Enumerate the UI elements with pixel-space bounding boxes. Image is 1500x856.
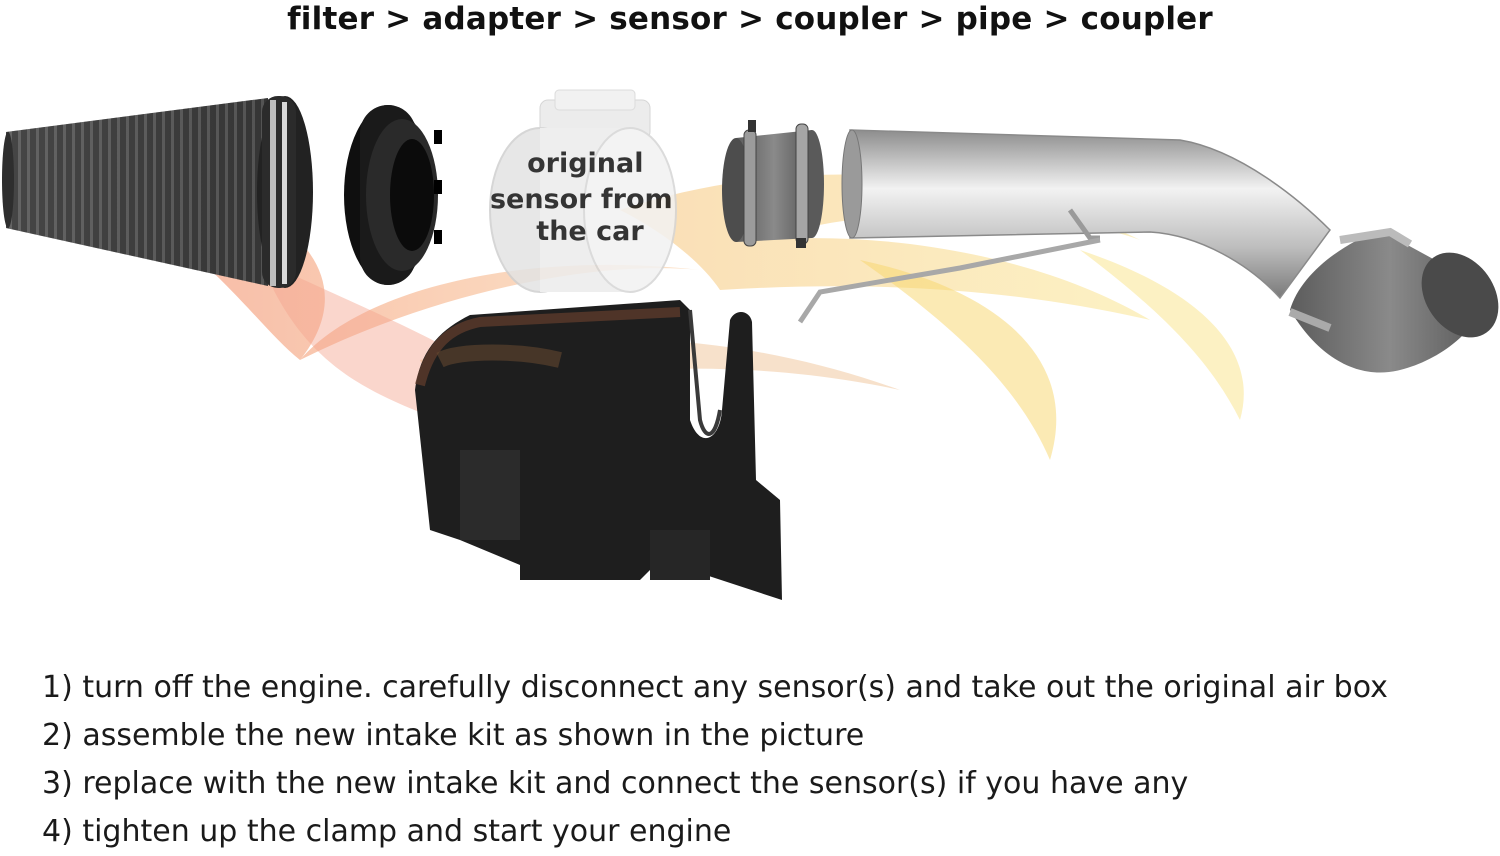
instruction-step: 3) replace with the new intake kit and c…: [42, 766, 1189, 801]
sensor-label-line-3: the car: [536, 216, 644, 247]
instruction-list: 1) turn off the engine. carefully discon…: [42, 664, 1388, 856]
heat-shield-icon: [415, 300, 782, 600]
air-filter-icon: [2, 96, 313, 288]
instruction-step: 1) turn off the engine. carefully discon…: [42, 670, 1388, 705]
instruction-step: 4) tighten up the clamp and start your e…: [42, 814, 732, 849]
maf-sensor-icon: original sensor from the car: [489, 89, 682, 293]
instruction-step: 2) assemble the new intake kit as shown …: [42, 718, 865, 753]
sensor-label-line-1: original: [527, 148, 643, 179]
intake-kit-diagram: original sensor from the car: [2, 89, 1499, 600]
page-title: filter > adapter > sensor > coupler > pi…: [287, 1, 1213, 37]
silicone-coupler-icon: [722, 120, 824, 248]
svg-text:original sensor from: original sensor from the car: [490, 148, 682, 247]
elbow-coupler-icon: [1288, 227, 1499, 373]
adapter-ring-icon: [344, 105, 442, 285]
intake-pipe-icon: [797, 129, 1331, 324]
sensor-label-line-2: sensor from: [490, 184, 673, 215]
